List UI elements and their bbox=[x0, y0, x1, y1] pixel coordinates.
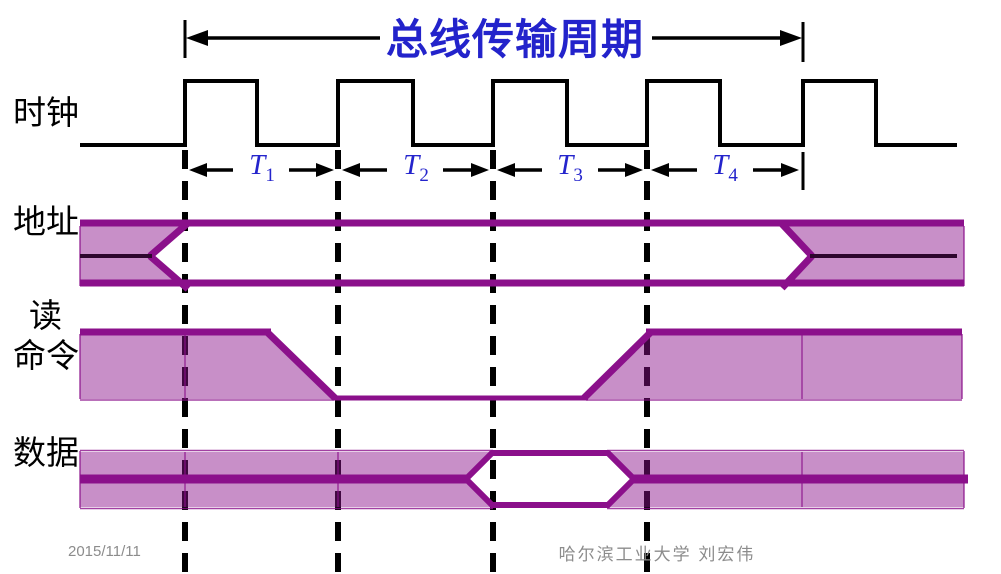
phase-label-t4: T4 bbox=[712, 149, 738, 186]
read-command-label-line1: 读 bbox=[29, 299, 62, 335]
read-command-label-line2: 命令 bbox=[13, 339, 79, 375]
address-signal-label: 地址 bbox=[13, 205, 79, 241]
footer-date: 2015/11/11 bbox=[68, 543, 141, 560]
read-command-waveform bbox=[79, 328, 963, 401]
data-bus-waveform bbox=[79, 449, 968, 510]
data-signal-label: 数据 bbox=[13, 436, 79, 472]
phase-label-t2: T2 bbox=[403, 149, 429, 186]
clock-signal-label: 时钟 bbox=[13, 96, 79, 132]
diagram-title: 总线传输周期 bbox=[385, 18, 644, 64]
footer-credit: 哈尔滨工业大学 刘宏伟 bbox=[558, 545, 756, 564]
phase-label-t1: T1 bbox=[249, 149, 275, 186]
phase-span-arrows bbox=[189, 152, 805, 190]
phase-label-t3: T3 bbox=[557, 149, 583, 186]
address-bus-waveform bbox=[79, 219, 965, 292]
bus-cycle-span-arrows bbox=[183, 20, 805, 62]
valid-data-hexagon bbox=[461, 450, 639, 508]
clock-waveform bbox=[80, 79, 957, 147]
